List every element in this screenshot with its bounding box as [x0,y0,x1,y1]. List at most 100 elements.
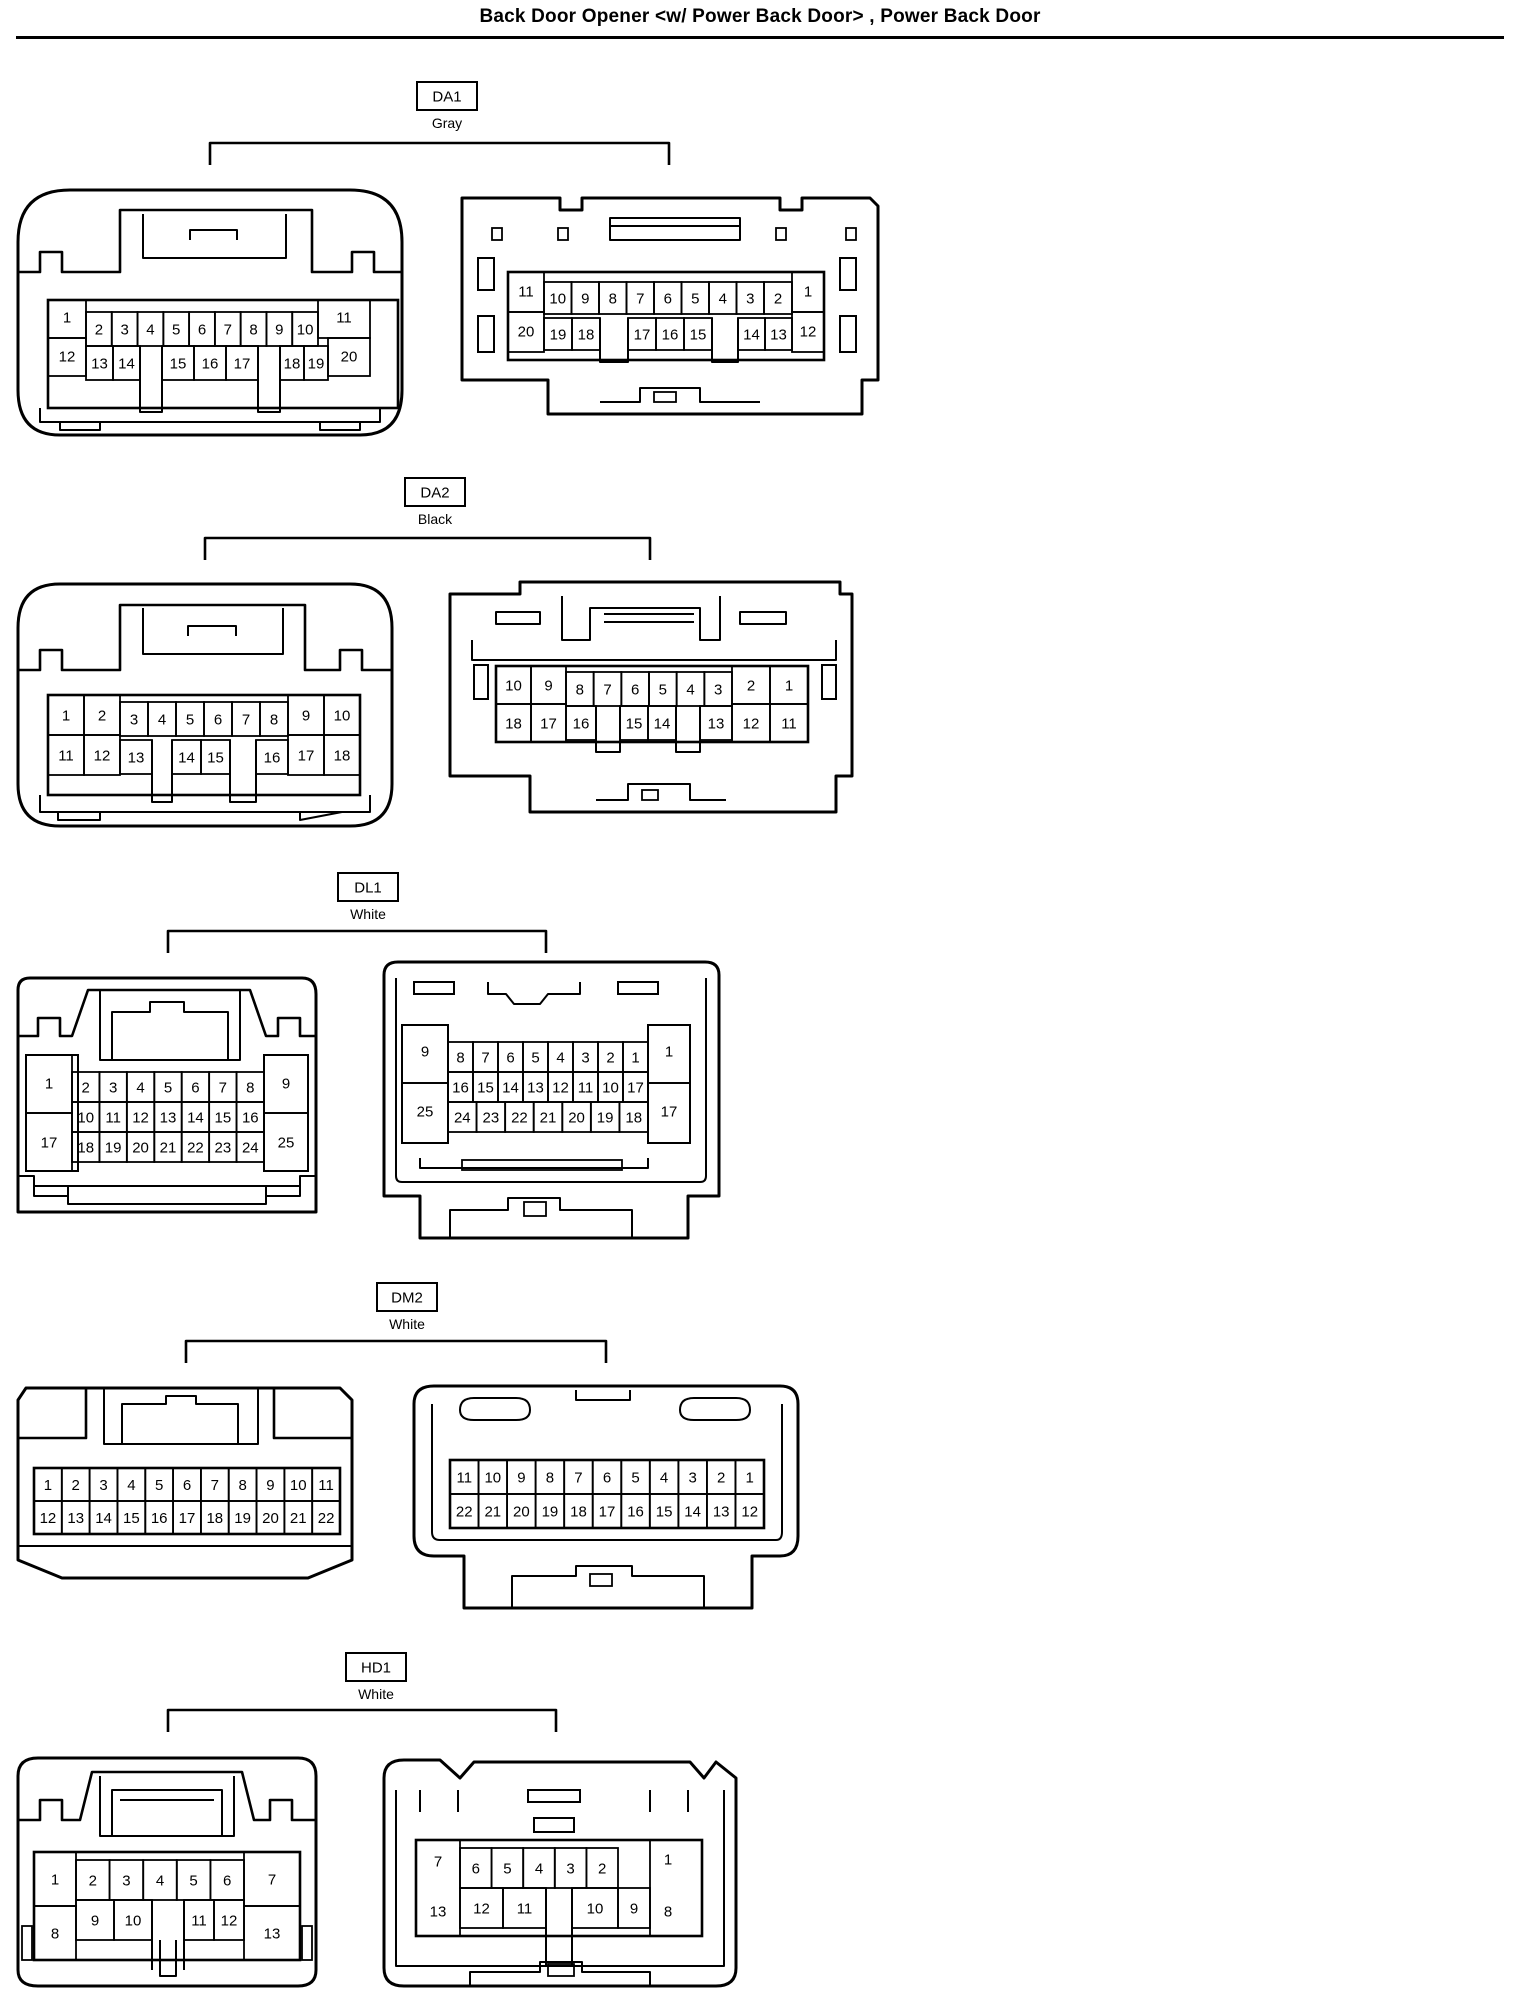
dl1-left-pin-11: 11 [98,1101,128,1133]
da2-left-pin-8: 8 [259,701,289,737]
pin-label: 10 [334,708,351,725]
dl1-right-pin-1: 1 [622,1041,649,1073]
dl1-right-pin-19: 19 [589,1101,621,1133]
da1-right-pin-18: 18 [571,317,601,351]
pin-label: 14 [118,356,135,373]
pin-label: 3 [746,291,754,308]
dl1-left-pin-12: 12 [125,1101,156,1133]
pin-label: 4 [146,322,154,339]
pin-label: 11 [58,748,74,765]
pin-label: 5 [164,1080,172,1097]
dl1-right-pin-10: 10 [597,1071,624,1103]
pin-label: 20 [262,1510,279,1527]
pin-label: 4 [156,1873,164,1890]
pin-label: 15 [656,1504,673,1521]
dl1-left-pin-22: 22 [180,1131,211,1163]
pin-label: 19 [105,1140,122,1157]
pin-label: 2 [95,322,103,339]
dm2-left-pin-22: 22 [311,1500,341,1535]
dl1-right-pin-20: 20 [561,1101,592,1133]
dl1-right-pin-3: 3 [572,1041,599,1073]
pin-label: 14 [743,327,760,344]
hd1-right-pin-9: 9 [617,1887,651,1929]
dl1-left-pin-23: 23 [208,1131,238,1163]
da1-right-pin-14: 14 [737,317,766,351]
dm2-right-pin-10: 10 [477,1459,508,1495]
dm2-left-pin-17: 17 [172,1500,202,1535]
pin-label: 10 [505,678,522,695]
dm2-right-pin-8: 8 [534,1459,566,1495]
pin-label: 18 [334,748,351,765]
pin-label: 16 [264,750,281,767]
pin-label: 7 [219,1080,227,1097]
pin-label: 13 [708,716,725,733]
pin-label: 5 [186,712,194,729]
pin-label: 2 [72,1477,80,1494]
da1-left-pin-18: 18 [279,345,305,381]
dl1-left-pin-7: 7 [208,1071,238,1103]
da1-left-pin-17: 17 [225,345,259,381]
pin-label: 13 [160,1110,177,1127]
pin-label: 17 [634,327,651,344]
pin-label: 4 [719,291,727,308]
da1-right-pin-7: 7 [625,281,655,315]
da2-right-pin-11: 11 [769,703,809,743]
pin-label: 22 [511,1110,528,1127]
pin-label: 12 [552,1080,569,1097]
dm2-left-pin-5: 5 [144,1467,174,1502]
da1-right-pin-13: 13 [764,317,793,351]
pin-label: 9 [266,1477,274,1494]
dm2-left-pin-16: 16 [144,1500,174,1535]
pin-label: 20 [513,1504,530,1521]
da2-right-pin-12: 12 [731,703,771,743]
pin-label: 13 [91,356,108,373]
hd1-right-pin-13: 13 [430,1904,447,1921]
pin-label: 2 [98,708,106,725]
dl1-left-pin-17: 17 [41,1135,58,1152]
da2-left-pin-5: 5 [175,701,205,737]
da1-left-pin-19: 19 [303,345,329,381]
pin-label: 19 [308,356,325,373]
da2-right-pin-17: 17 [530,703,567,743]
pin-label: 23 [483,1110,500,1127]
da2-left-pin-15: 15 [200,739,231,775]
pin-label: 10 [484,1470,501,1487]
pin-label: 10 [587,1901,604,1918]
pin-label: 15 [207,750,224,767]
dm2-right-pin-7: 7 [563,1459,594,1495]
pin-label: 22 [318,1510,335,1527]
pin-label: 2 [82,1080,90,1097]
dl1-right-pin-23: 23 [475,1101,507,1133]
dl1-right-pin-17: 17 [622,1071,649,1103]
pin-label: 6 [664,291,672,308]
pin-label: 4 [686,682,694,699]
da2-left-pin-4: 4 [147,701,177,737]
dm2-right-pin-1: 1 [734,1459,765,1495]
pin-label: 5 [631,1470,639,1487]
pin-label: 16 [573,716,590,733]
pin-label: 2 [606,1050,614,1067]
pin-label: 19 [234,1510,251,1527]
pin-label: 8 [246,1080,254,1097]
dl1-right-pin-8: 8 [447,1041,474,1073]
hd1-right-pin-11: 11 [502,1887,547,1929]
hd1-left-pin-11: 11 [183,1899,215,1941]
hd1-left-pin-3: 3 [108,1859,145,1901]
pin-label: 9 [630,1901,638,1918]
dm2-left-pin-2: 2 [60,1467,91,1502]
dl1-right-pin-2: 2 [597,1041,624,1073]
pin-label: 17 [234,356,251,373]
pin-label: 2 [89,1873,97,1890]
da2-right-pin-14: 14 [647,705,677,741]
hd1-right-pin-4: 4 [522,1847,556,1889]
pin-label: 12 [40,1510,57,1527]
da1-left-pin-9: 9 [265,311,294,347]
dm2-left-pin-18: 18 [200,1500,230,1535]
pin-label: 5 [155,1477,163,1494]
pin-label: 14 [654,716,671,733]
pin-label: 15 [123,1510,140,1527]
